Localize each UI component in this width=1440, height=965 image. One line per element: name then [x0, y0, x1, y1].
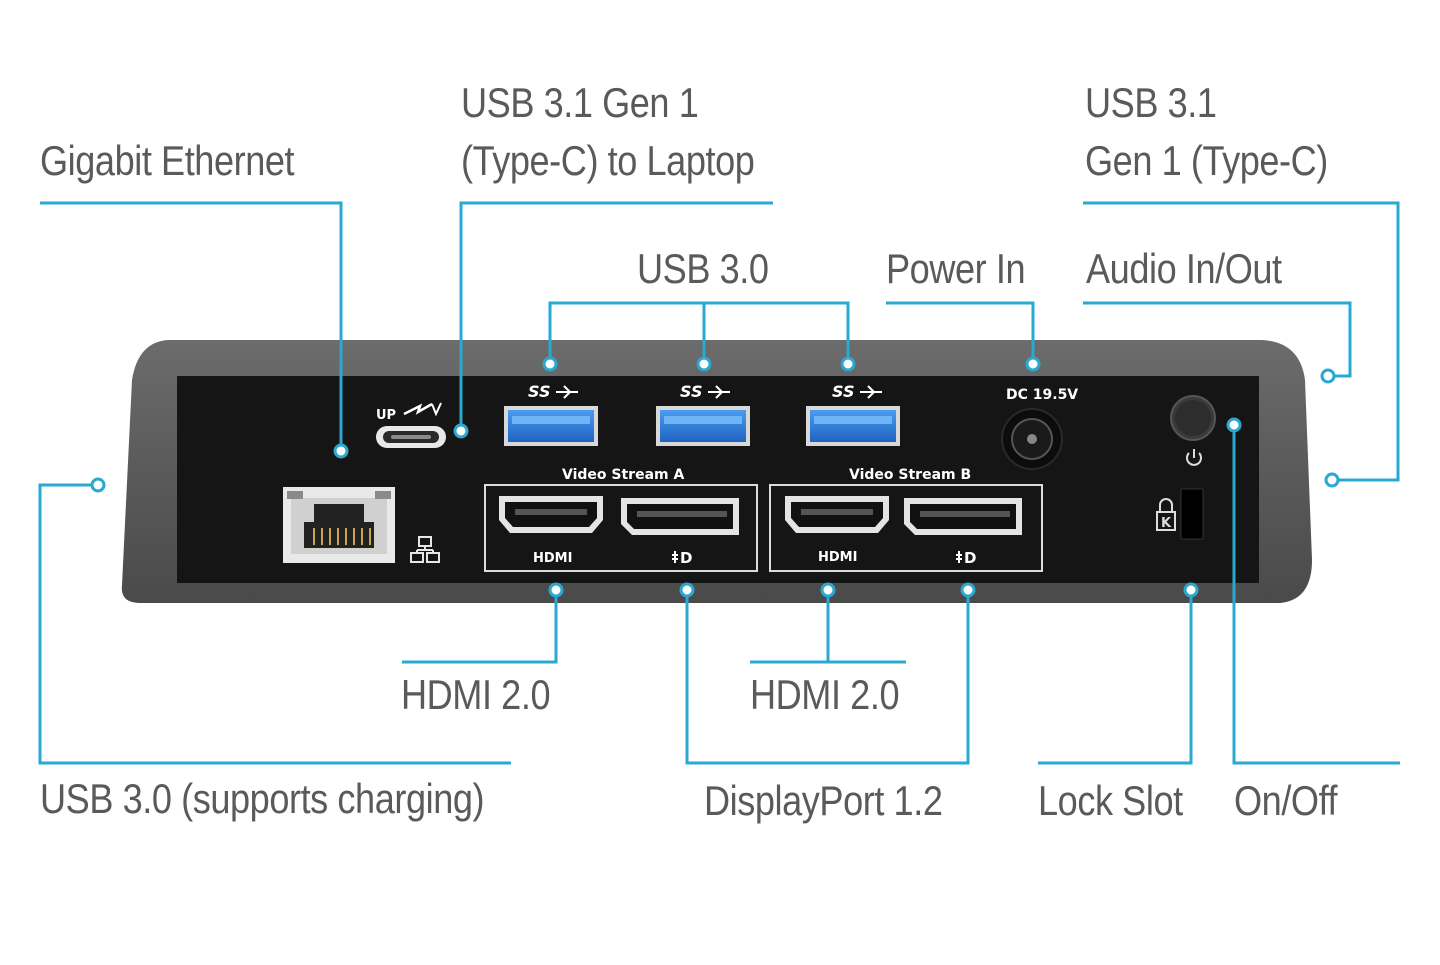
label-on-off: On/Off	[1234, 777, 1338, 824]
thunderbolt-icon	[403, 402, 433, 416]
usb-symbol-icon	[860, 385, 882, 399]
label-usb-c-laptop-line1: USB 3.1 Gen 1	[461, 79, 699, 126]
displayport-a: D	[621, 498, 739, 567]
power-icon	[1186, 452, 1202, 466]
leader-dots	[90, 356, 1340, 598]
leader-usb-c-side	[1083, 201, 1400, 482]
leader-audio	[1083, 301, 1352, 378]
label-usb-charging: USB 3.0 (supports charging)	[40, 775, 485, 822]
label-power-in: Power In	[886, 245, 1026, 292]
lock-icon	[1156, 511, 1176, 531]
leader-usb-charging	[38, 483, 511, 765]
network-icon	[410, 536, 440, 563]
label-usb-c-line2: Gen 1 (Type-C)	[1085, 137, 1328, 184]
leader-displayport	[685, 590, 970, 765]
usb-c-upstream-port: UP	[376, 402, 446, 448]
displayport-icon	[956, 551, 962, 563]
up-text: UP	[376, 408, 396, 423]
label-usb-c-line1: USB 3.1	[1085, 79, 1217, 126]
leader-usb-c-laptop	[459, 201, 773, 431]
displayport-icon	[672, 551, 678, 563]
leader-usb30-bracket	[548, 301, 850, 364]
dc-power-jack: DC 19.5V	[1001, 387, 1078, 470]
leader-lock-slot	[1038, 590, 1193, 765]
dc-text: DC 19.5V	[1006, 387, 1078, 403]
usb30-port-3: SS	[806, 382, 900, 446]
svg-text:K: K	[1161, 516, 1172, 531]
dp-text-a: D	[680, 549, 692, 567]
video-stream-a-box	[484, 484, 758, 572]
leader-lines	[38, 201, 1400, 765]
usb-symbol-icon	[708, 385, 730, 399]
video-stream-b-text: Video Stream B	[849, 467, 971, 483]
leader-power-in	[886, 301, 1035, 364]
power-button	[1170, 395, 1216, 466]
usb30-port-2: SS	[656, 382, 750, 446]
hdmi-text-a: HDMI	[533, 551, 572, 566]
label-usb-c-laptop-line2: (Type-C) to Laptop	[461, 137, 755, 184]
leader-gigabit-ethernet	[40, 201, 343, 451]
hdmi-port-a: HDMI	[499, 496, 603, 566]
dp-text-b: D	[964, 549, 976, 567]
label-hdmi-a: HDMI 2.0	[401, 671, 551, 718]
label-audio: Audio In/Out	[1086, 245, 1282, 292]
video-stream-a-text: Video Stream A	[562, 467, 684, 483]
hdmi-port-b: HDMI	[785, 496, 889, 565]
video-stream-b-box	[769, 484, 1043, 572]
hdmi-text-b: HDMI	[818, 550, 857, 565]
ss-text-3: SS	[832, 382, 854, 401]
ethernet-port	[283, 487, 395, 563]
leader-hdmi-a	[402, 590, 558, 664]
lock-slot: K	[1156, 488, 1204, 540]
displayport-b: D	[904, 498, 1022, 567]
label-lock-slot: Lock Slot	[1038, 777, 1183, 824]
usb30-port-1: SS	[504, 382, 598, 446]
ss-text-2: SS	[680, 382, 702, 401]
label-gigabit-ethernet: Gigabit Ethernet	[40, 137, 295, 184]
usb-symbol-icon	[556, 385, 578, 399]
label-hdmi-b: HDMI 2.0	[750, 671, 900, 718]
leader-on-off	[1232, 425, 1400, 765]
label-displayport: DisplayPort 1.2	[704, 777, 943, 824]
label-usb30: USB 3.0	[637, 245, 769, 292]
ss-text-1: SS	[528, 382, 550, 401]
